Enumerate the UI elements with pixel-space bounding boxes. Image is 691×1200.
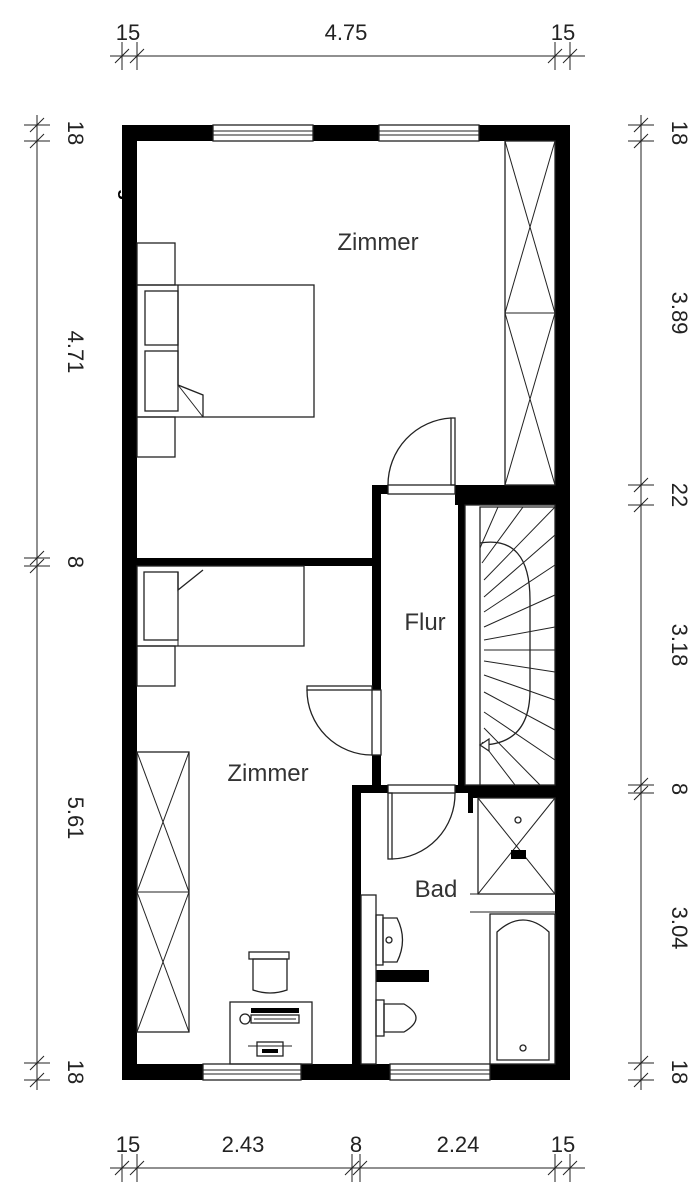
toilet [375, 999, 417, 1037]
shower [470, 797, 556, 913]
windows [202, 124, 491, 1081]
dim-right-7: 18 [667, 1060, 691, 1084]
desk [229, 1001, 313, 1065]
dim-right-4: 3.18 [667, 624, 691, 667]
room-label-flur: Flur [404, 609, 445, 636]
double-bed [136, 242, 315, 458]
dim-top-right: 15 [551, 20, 575, 45]
room-label-zimmer-top: Zimmer [337, 229, 418, 256]
staircase [464, 504, 556, 786]
dim-bottom-4: 2.24 [437, 1132, 480, 1157]
single-bed [136, 565, 305, 687]
dim-bottom-3: 8 [350, 1132, 362, 1157]
dim-right-5: 8 [667, 783, 691, 795]
dim-left-2: 4.71 [63, 331, 88, 374]
bathtub [489, 913, 556, 1065]
dim-left-4: 5.61 [63, 797, 88, 840]
wardrobe-top [504, 140, 556, 486]
dim-top-left: 15 [116, 20, 140, 45]
dim-right-6: 3.04 [667, 907, 691, 950]
walls [122, 125, 570, 1080]
doors [306, 417, 456, 860]
dim-left-5: 18 [63, 1060, 88, 1084]
dimension-lines [24, 42, 654, 1182]
dim-right-3: 22 [667, 483, 691, 507]
room-label-zimmer-bottom: Zimmer [227, 760, 308, 787]
dim-right-1: 18 [667, 121, 691, 145]
dim-left-1: 18 [63, 121, 88, 145]
chair [248, 951, 290, 994]
watermark: www.grundriss.com [117, 139, 138, 321]
dim-right-2: 3.89 [667, 292, 691, 335]
room-label-bad: Bad [415, 876, 458, 903]
dimension-labels: 15 4.75 15 15 2.43 8 2.24 15 18 4.71 8 5… [63, 20, 691, 1157]
dim-bottom-1: 15 [116, 1132, 140, 1157]
wardrobe-bottom [136, 751, 190, 1033]
dim-bottom-2: 2.43 [222, 1132, 265, 1157]
dim-top-width: 4.75 [325, 20, 368, 45]
dim-bottom-5: 15 [551, 1132, 575, 1157]
sink [360, 894, 404, 1065]
dim-left-3: 8 [63, 556, 88, 568]
